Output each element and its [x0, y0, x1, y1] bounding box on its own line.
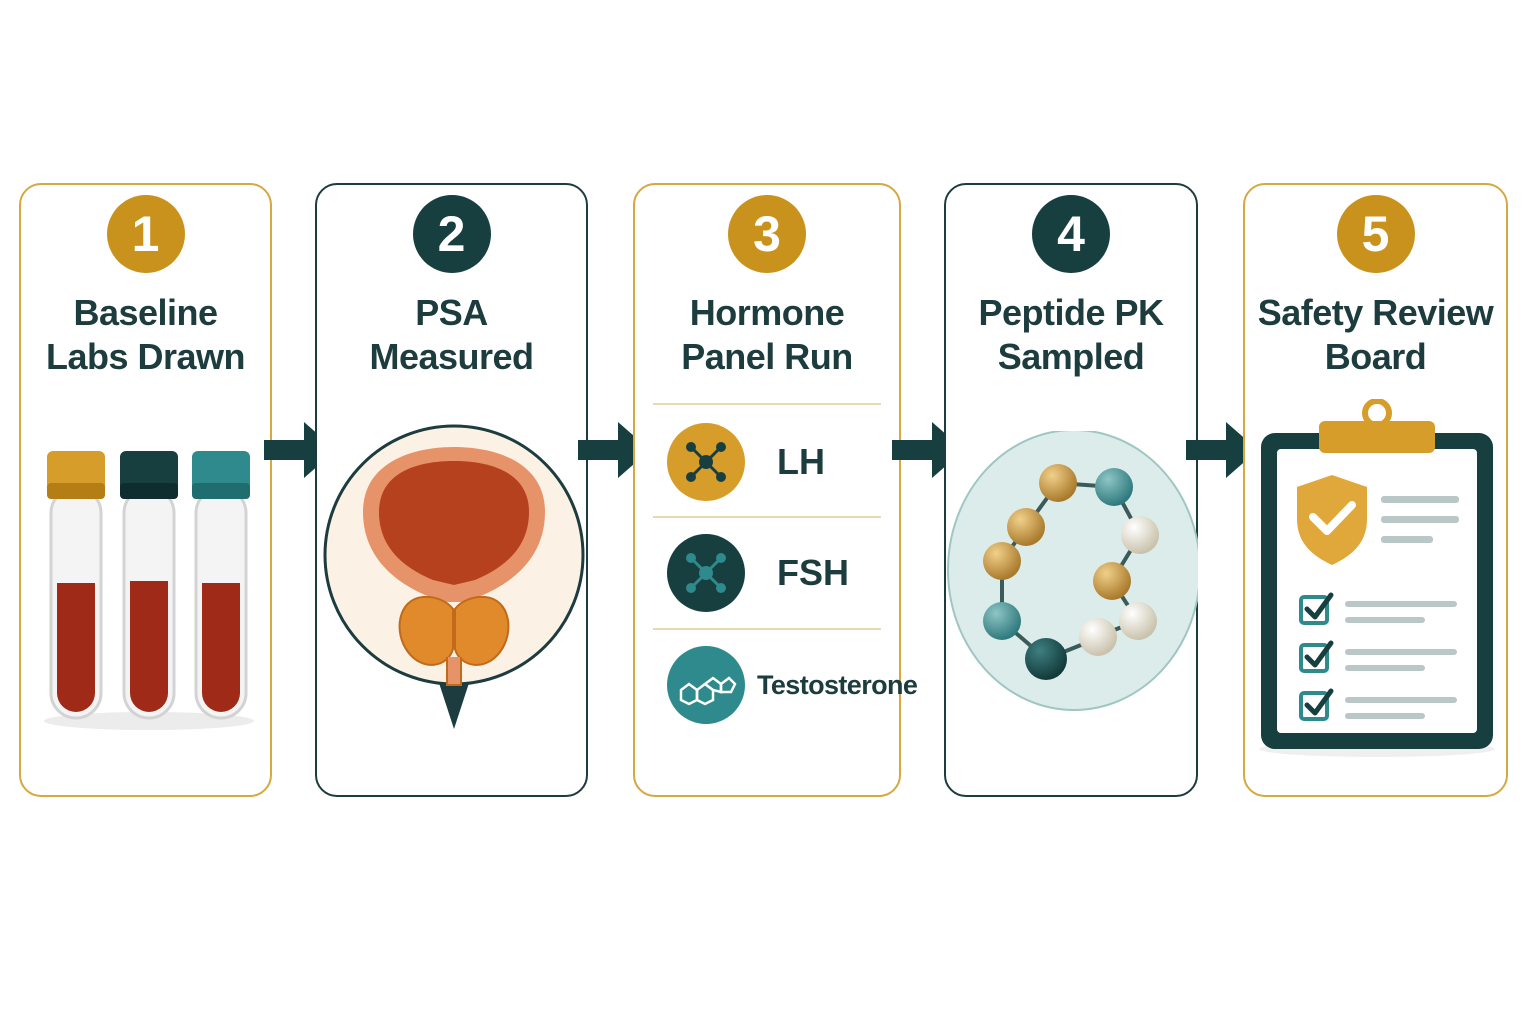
hormone-row-lh: LH: [653, 407, 881, 517]
hormone-label: Testosterone: [757, 670, 918, 700]
test-tubes-icon: [44, 451, 254, 730]
divider: [653, 516, 881, 518]
arrow-right-icon: [1186, 422, 1258, 478]
step-card-5: 5 Safety Review Board: [1243, 183, 1508, 797]
step-title: PSA Measured: [369, 292, 534, 377]
step-title: Hormone Panel Run: [681, 292, 853, 377]
molecule-icon: [667, 534, 745, 612]
test-tube-icon: [47, 451, 105, 720]
shield-check-icon: [1297, 475, 1367, 565]
step-card-3: 3 Hormone Panel Run LH FSH: [633, 183, 918, 797]
step-title: Peptide PK Sampled: [978, 292, 1164, 377]
step-card-1: 1 Baseline Labs Drawn: [19, 183, 272, 797]
peptide-chain-icon: [947, 431, 1198, 711]
hormone-row-testosterone: Testosterone: [653, 630, 918, 740]
step-title: Safety Review Board: [1257, 292, 1494, 377]
steroid-ring-icon: [667, 646, 745, 724]
step-number-badge: 2: [412, 195, 491, 273]
molecule-icon: [667, 423, 745, 501]
step-card-4: 4 Peptide PK Sampled: [944, 183, 1198, 797]
hormone-label: LH: [777, 441, 825, 482]
clipboard-icon: [1259, 399, 1495, 757]
divider: [653, 403, 881, 405]
hormone-label: FSH: [777, 552, 849, 593]
test-tube-icon: [120, 451, 178, 720]
step-number-badge: 4: [1032, 195, 1110, 273]
step-card-2: 2 PSA Measured: [315, 183, 588, 797]
prostate-icon: [323, 424, 585, 729]
step-title: Baseline Labs Drawn: [45, 292, 246, 377]
divider: [653, 628, 881, 630]
step-number-badge: 3: [728, 195, 806, 273]
step-number-badge: 5: [1336, 195, 1415, 273]
step-number-badge: 1: [106, 195, 185, 273]
checkbox-icon: [1299, 592, 1334, 721]
hormone-row-fsh: FSH: [653, 518, 881, 628]
test-tube-icon: [192, 451, 250, 720]
arrow-right-icon: [578, 422, 650, 478]
